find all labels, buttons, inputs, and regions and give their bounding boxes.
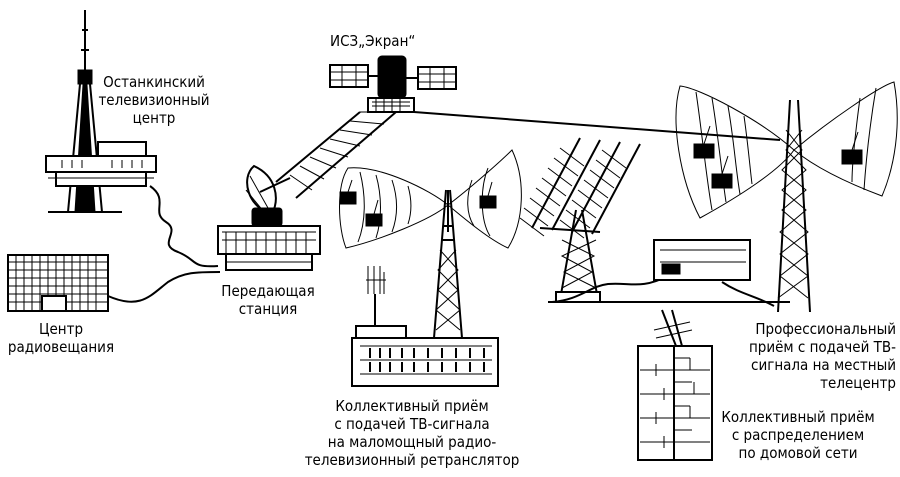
label-professional-line3: сигнала на местный [751,356,896,374]
label-professional-line1: Профессиональный [755,320,896,338]
label-ostankino-line3: центр [132,109,176,127]
ground-cable [548,275,790,307]
label-radio-center: Центр радиовещания [6,320,116,356]
label-ostankino-line2: телевизионный [98,91,210,109]
transmitting-station [217,164,321,271]
label-collective-relay-line1: Коллективный приём [335,397,489,415]
label-professional-line2: приём с подачей ТВ- [748,338,896,356]
label-radio-center-line1: Центр [38,320,84,338]
label-collective-house-line3: по домовой сети [738,444,858,462]
label-ostankino-line1: Останкинский [103,73,205,91]
ostankino-tower [45,10,157,213]
cable-radio-center [107,271,221,303]
label-transmit-station-line2: станция [238,300,298,318]
label-satellite-text: ИСЗ„Экран“ [330,32,416,50]
label-ostankino: Останкинский телевизионный центр [92,73,216,127]
label-collective-house-line1: Коллективный приём [721,408,875,426]
label-collective-relay-line3: на маломощный радио- [327,433,497,451]
apartment-house [637,345,713,461]
label-professional: Профессиональный приём с подачей ТВ- сиг… [716,320,896,392]
label-collective-relay-line2: с подачей ТВ-сигнала [334,415,490,433]
label-radio-center-line2: радиовещания [7,338,115,356]
label-collective-house-line2: с распределением [731,426,865,444]
label-professional-line4: телецентр [820,374,896,392]
cable-ostankino [149,185,219,268]
radio-broadcast-building [7,254,109,312]
small-mast [366,266,386,326]
label-collective-relay: Коллективный приём с подачей ТВ-сигнала … [282,397,542,469]
label-transmit-station: Передающая станция [208,282,328,318]
apartment-antenna [653,309,693,347]
label-collective-relay-line4: телевизионный ретранслятор [304,451,520,469]
uplink-beam [275,111,397,199]
downlink-professional [413,111,781,141]
antenna-array [519,137,641,303]
relay-tower [339,179,497,339]
label-transmit-station-line1: Передающая [221,282,315,300]
local-tv-center [653,239,751,281]
relay-beam [339,149,522,249]
label-satellite: ИСЗ„Экран“ [330,32,415,50]
relay-building [351,325,499,387]
professional-tower [693,99,863,313]
label-collective-house: Коллективный приём с распределением по д… [716,408,880,462]
satellite [329,55,457,113]
